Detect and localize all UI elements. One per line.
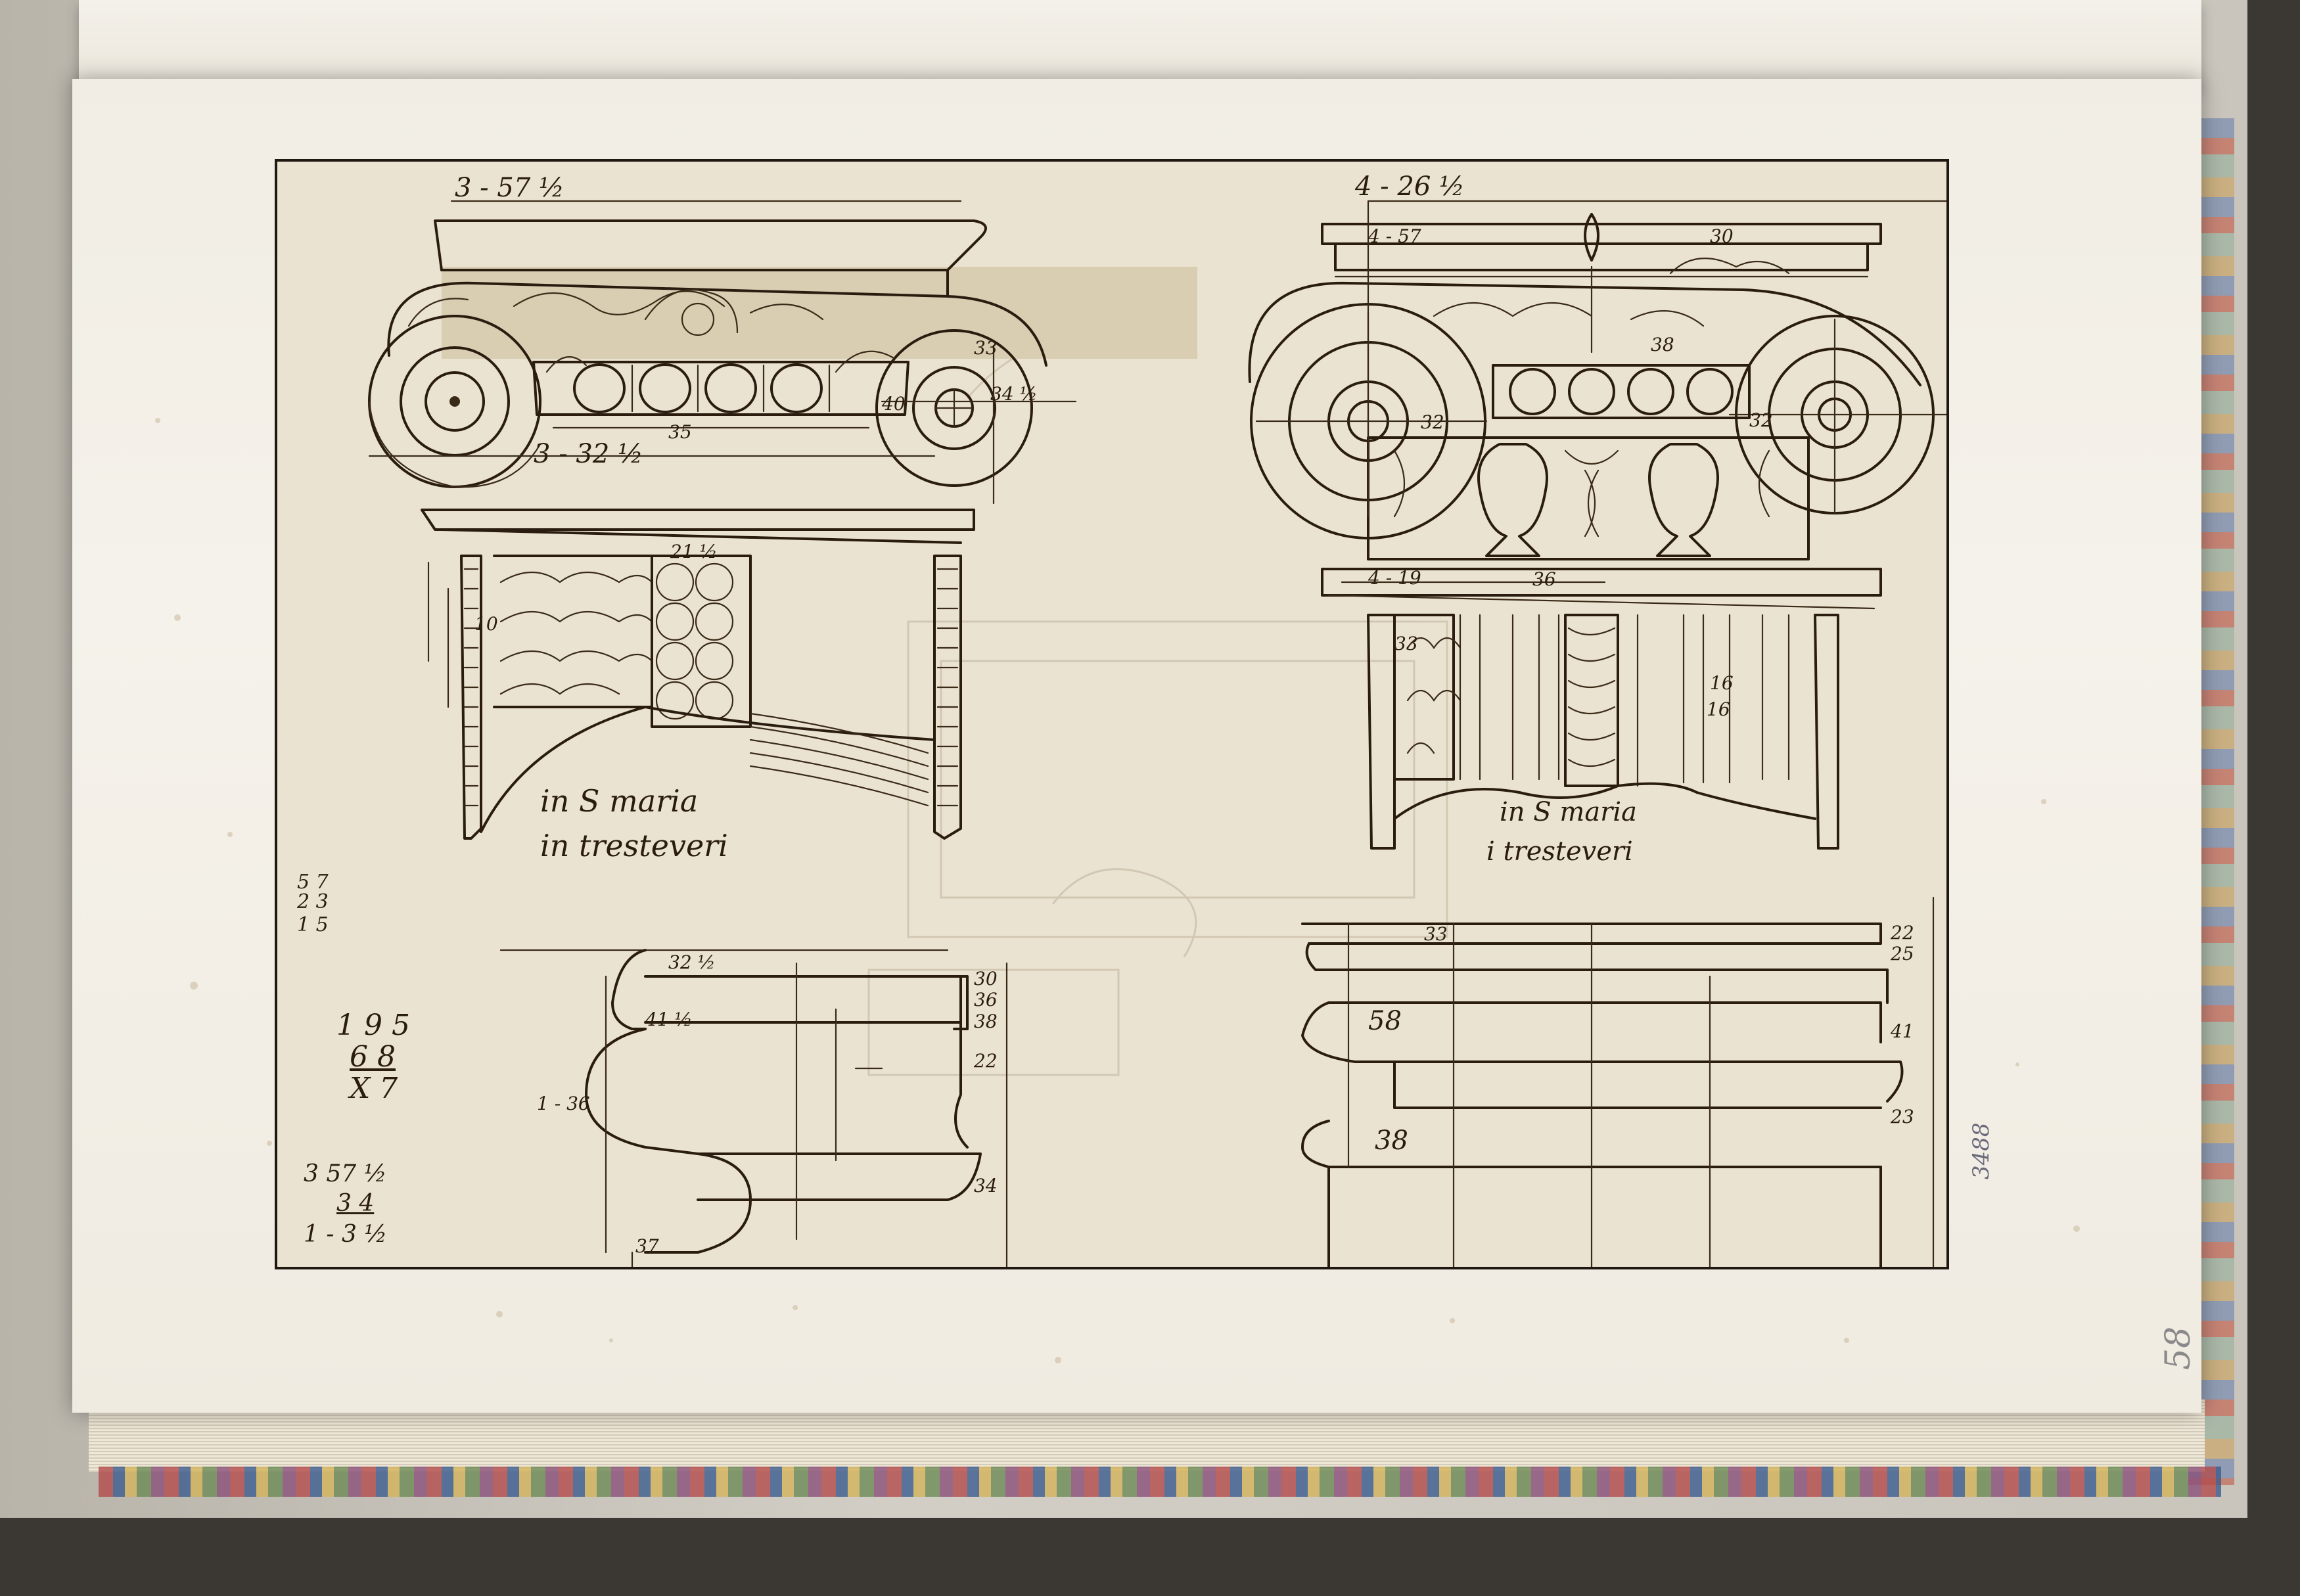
- left-capital: [368, 200, 1197, 840]
- left-top-width: 3 - 57 ½: [455, 173, 564, 203]
- right-38: 38: [1651, 334, 1674, 355]
- right-16b: 16: [1707, 698, 1730, 720]
- cipher-calc2: 3 4: [336, 1190, 375, 1217]
- left-eye-40: 40: [882, 393, 906, 415]
- right-32b: 32: [1749, 409, 1773, 431]
- lp-22: 22: [974, 1050, 998, 1072]
- lp-41: 41 ½: [645, 1009, 693, 1030]
- left-shaft-10: 10: [474, 613, 498, 635]
- left-caption-line1: in S maria: [540, 783, 699, 819]
- rp-23: 23: [1891, 1106, 1914, 1128]
- cipher-sum1: 1 9 5: [336, 1009, 410, 1042]
- rp-58: 58: [1368, 1006, 1402, 1036]
- lp-34: 34: [974, 1175, 998, 1197]
- right-top-width: 4 - 26 ½: [1355, 171, 1465, 202]
- lp-36: 36: [974, 989, 998, 1011]
- rp-33: 33: [1424, 923, 1448, 945]
- left-profile: [499, 949, 1008, 1267]
- right-neck-19: 4 - 19: [1368, 567, 1421, 589]
- lp-38: 38: [974, 1011, 998, 1032]
- rp-41: 41: [1891, 1020, 1914, 1042]
- left-eye-34: 34 ½: [990, 383, 1038, 405]
- accession-number: 3488: [1968, 1122, 1994, 1179]
- facing-page: [79, 0, 2201, 89]
- left-lower-width: 3 - 32 ½: [534, 439, 643, 469]
- right-capital: [1248, 200, 1946, 850]
- left-eye-33: 33: [974, 337, 998, 359]
- cipher-sum2: 6 8: [350, 1040, 396, 1074]
- left-caption-line2: in tresteveri: [540, 828, 728, 863]
- lp-30: 30: [974, 968, 998, 990]
- rp-25: 25: [1891, 943, 1914, 965]
- cipher-sum3: X 7: [350, 1072, 398, 1105]
- cipher-calc1: 3 57 ½: [304, 1160, 387, 1187]
- drawing-svg: [368, 200, 1946, 1267]
- lp-32: 32 ½: [668, 951, 716, 973]
- right-profile: [1301, 896, 1935, 1267]
- cipher-line3: 1 5: [297, 913, 329, 936]
- faint-underdrawing: [867, 332, 1448, 1076]
- right-36: 36: [1532, 568, 1556, 590]
- right-16a: 16: [1710, 672, 1734, 694]
- right-caption-line2: i tresteveri: [1486, 836, 1633, 867]
- rp-22: 22: [1891, 922, 1914, 944]
- right-32a: 32: [1421, 411, 1444, 433]
- right-33: 33: [1394, 633, 1418, 654]
- folio-number: 58: [2159, 1326, 2198, 1370]
- right-abacus: 4 - 57: [1368, 225, 1421, 247]
- cipher-calc3: 1 - 3 ½: [304, 1221, 388, 1248]
- left-neck-21: 21 ½: [670, 541, 718, 562]
- drawing-sheet: in S maria in tresteveri in S maria i tr…: [275, 159, 1949, 1269]
- left-egg-35: 35: [668, 421, 692, 443]
- cipher-line2: 2 3: [297, 890, 329, 913]
- right-caption-line1: in S maria: [1500, 797, 1637, 827]
- rp-38: 38: [1375, 1126, 1408, 1156]
- lp-37: 37: [635, 1235, 659, 1257]
- cipher-line1: 5 7: [297, 871, 329, 894]
- marbled-edge: [99, 1467, 2221, 1497]
- right-30: 30: [1710, 225, 1734, 247]
- lp-36v: 1 - 36: [537, 1093, 590, 1114]
